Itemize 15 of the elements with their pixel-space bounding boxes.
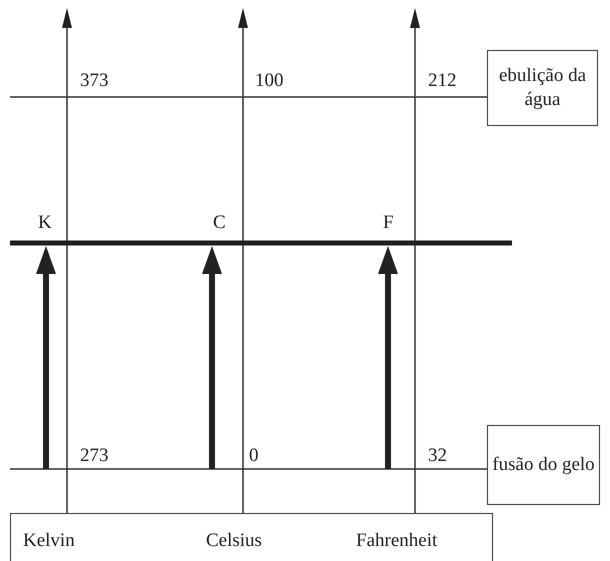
scale-name: Kelvin bbox=[23, 530, 75, 552]
note-box: fusão do gelo bbox=[487, 425, 600, 505]
scale-value: 0 bbox=[249, 445, 258, 467]
scale-letter: K bbox=[38, 212, 52, 234]
note-box: ebulição da água bbox=[487, 50, 598, 126]
scale-names-box bbox=[10, 513, 493, 561]
scale-letter: C bbox=[213, 212, 226, 234]
scale-value: 212 bbox=[428, 70, 456, 92]
scale-value: 100 bbox=[255, 70, 284, 92]
scale-value: 373 bbox=[80, 70, 108, 92]
scale-name: Celsius bbox=[206, 530, 262, 552]
scale-value: 273 bbox=[80, 445, 108, 467]
scale-value: 32 bbox=[428, 445, 447, 467]
scale-letter: F bbox=[383, 212, 394, 234]
scale-name: Fahrenheit bbox=[356, 530, 438, 552]
